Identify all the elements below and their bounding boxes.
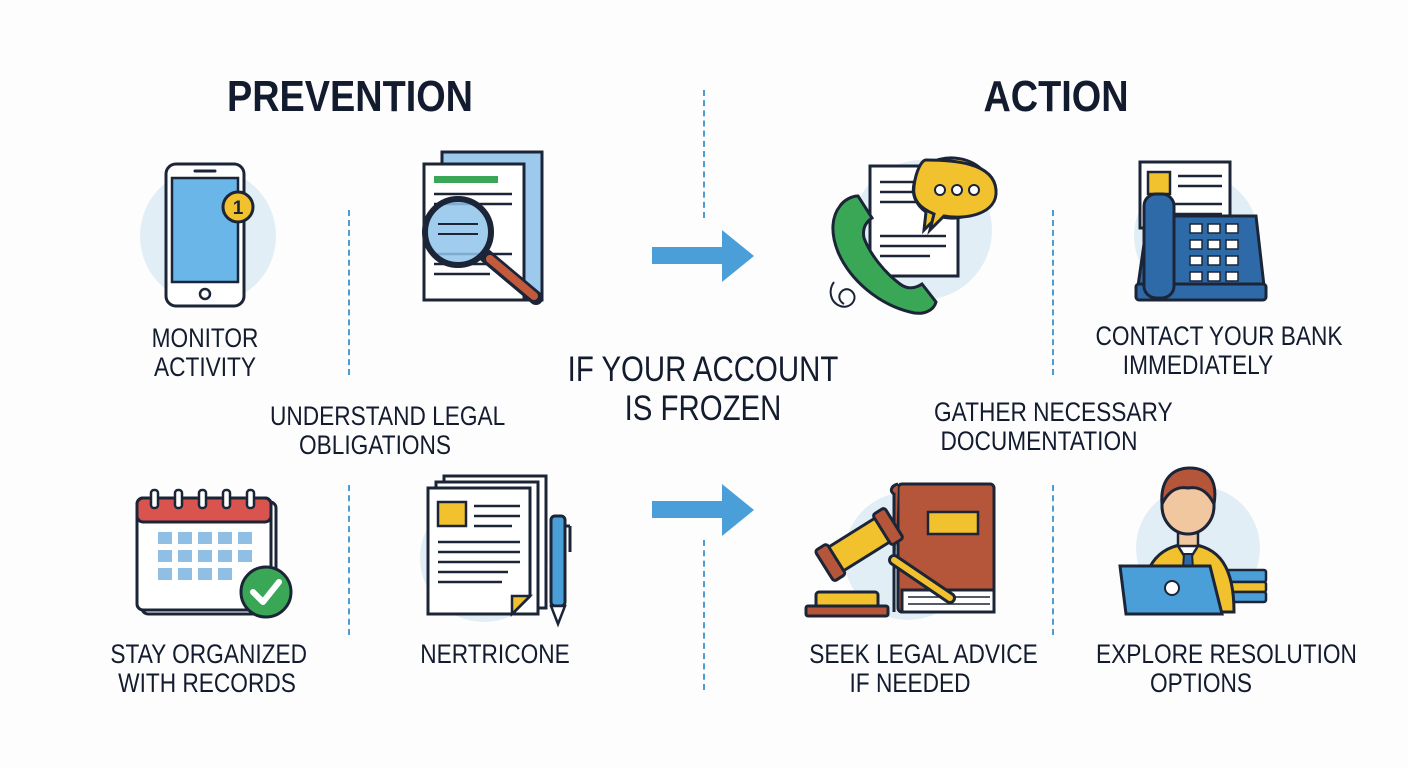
center-divider-top: [703, 90, 705, 218]
label-line: OPTIONS: [1149, 668, 1253, 698]
documents-pen-icon: [412, 472, 582, 628]
stay-organized-label: STAY ORGANIZED WITH RECORDS: [92, 640, 322, 698]
arrow-right-icon: [650, 482, 756, 538]
center-title-line1: IF YOUR ACCOUNT: [567, 350, 839, 389]
gather-documentation-label: GATHER NECESSARY DOCUMENTATION: [914, 397, 1173, 456]
smartphone-notification-icon: 1: [140, 160, 280, 310]
label-line: CONTACT YOUR BANK: [1095, 321, 1343, 351]
label-line: MONITOR: [151, 323, 259, 353]
understand-legal-label: UNDERSTAND LEGAL OBLIGATIONS: [250, 401, 506, 460]
label-line: OBLIGATIONS: [298, 430, 452, 460]
desk-phone-icon: [1128, 156, 1278, 306]
prevention-divider-top: [348, 210, 350, 375]
action-heading: ACTION: [983, 72, 1129, 121]
person-laptop-icon: [1112, 462, 1272, 622]
gavel-book-icon: [804, 480, 1004, 620]
arrow-right-icon: [650, 228, 756, 284]
center-title: IF YOUR ACCOUNT IS FROZEN: [540, 350, 866, 428]
center-divider-bottom: [703, 540, 705, 690]
label-line: IF NEEDED: [849, 668, 971, 698]
label-line: UNDERSTAND LEGAL: [270, 401, 506, 431]
label-line: NERTRICONE: [420, 639, 570, 669]
svg-text:1: 1: [233, 198, 244, 219]
action-divider-top: [1052, 210, 1054, 375]
prevention-divider-bottom: [348, 485, 350, 635]
label-line: STAY ORGANIZED: [110, 639, 307, 669]
document-magnifier-icon: [412, 148, 552, 308]
label-line: SEEK LEGAL ADVICE: [809, 639, 1038, 669]
label-line: ACTIVITY: [153, 352, 257, 382]
explore-resolution-label: EXPLORE RESOLUTION OPTIONS: [1076, 639, 1357, 698]
calendar-check-icon: [134, 488, 296, 622]
label-line: DOCUMENTATION: [940, 426, 1138, 456]
monitor-activity-label: MONITOR ACTIVITY: [100, 324, 310, 382]
label-line: GATHER NECESSARY: [934, 397, 1173, 427]
center-title-line2: IS FROZEN: [624, 389, 782, 428]
label-line: EXPLORE RESOLUTION: [1096, 639, 1357, 669]
prevention-heading: PREVENTION: [226, 72, 473, 121]
contact-bank-label: CONTACT YOUR BANK IMMEDIATELY: [1076, 321, 1343, 380]
label-line: IMMEDIATELY: [1122, 350, 1274, 380]
label-line: WITH RECORDS: [118, 668, 296, 698]
seek-legal-advice-label: SEEK LEGAL ADVICE IF NEEDED: [790, 639, 1038, 698]
phone-chat-document-icon: [826, 156, 1006, 322]
nertricone-label: NERTRICONE: [390, 640, 600, 669]
action-divider-bottom: [1052, 485, 1054, 635]
